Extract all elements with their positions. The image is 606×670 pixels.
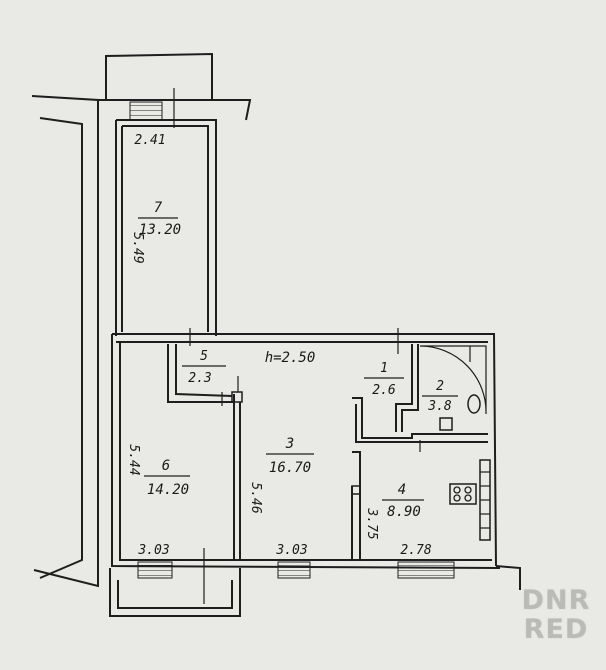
watermark-line2: RED xyxy=(523,614,589,645)
bath-block-walls xyxy=(352,328,488,452)
left-corridor-walls xyxy=(31,95,252,588)
room-area: 13.20 xyxy=(139,222,181,238)
bottom-balcony xyxy=(109,568,241,617)
main-flat-walls xyxy=(111,333,521,590)
room-area: 3.8 xyxy=(427,399,452,414)
room-area: 2.6 xyxy=(372,383,396,398)
room-7-label: 7 13.20 xyxy=(138,200,181,238)
room-area: 16.70 xyxy=(269,460,311,476)
room-number: 7 xyxy=(154,200,163,216)
dimension-room6-width: 3.03 xyxy=(137,543,169,558)
room-3-label: 3 16.70 xyxy=(266,436,314,476)
dimension-room4-length: 3.75 xyxy=(364,507,379,539)
watermark: DNR RED xyxy=(514,586,598,644)
partition-6-3 xyxy=(233,402,241,560)
dimension-room4-width: 2.78 xyxy=(400,543,431,558)
room-7-walls xyxy=(115,119,217,336)
room-2-label: 2 3.8 xyxy=(422,379,458,414)
room-number: 6 xyxy=(162,458,170,474)
kitchen-walls xyxy=(351,451,491,560)
room-4-label: 4 8.90 xyxy=(382,482,424,520)
room-number: 2 xyxy=(436,379,444,394)
top-balcony xyxy=(105,52,213,128)
room-number: 4 xyxy=(398,482,406,498)
watermark-line1: DNR xyxy=(521,585,591,616)
stove-icon xyxy=(449,483,477,505)
dimension-room3-length: 5.46 xyxy=(248,482,263,513)
room-6-label: 6 14.20 xyxy=(144,458,190,498)
room-area: 2.3 xyxy=(188,371,211,386)
room-number: 3 xyxy=(285,436,294,452)
room-5-walls xyxy=(167,328,243,406)
dimension-room7-length: 5.49 xyxy=(130,232,145,263)
dimension-room6-length: 5.44 xyxy=(126,444,141,475)
room-1-label: 1 2.6 xyxy=(364,361,404,398)
dimension-room3-width: 3.03 xyxy=(275,543,307,558)
room-area: 14.20 xyxy=(147,482,189,498)
room-5-label: 5 2.3 xyxy=(182,349,226,386)
ceiling-height-label: h=2.50 xyxy=(265,350,316,366)
room-area: 8.90 xyxy=(387,504,421,520)
room-number: 5 xyxy=(200,349,208,364)
bottom-windows xyxy=(137,548,455,604)
dimension-room7-width: 2.41 xyxy=(134,133,165,148)
room-number: 1 xyxy=(380,361,388,376)
